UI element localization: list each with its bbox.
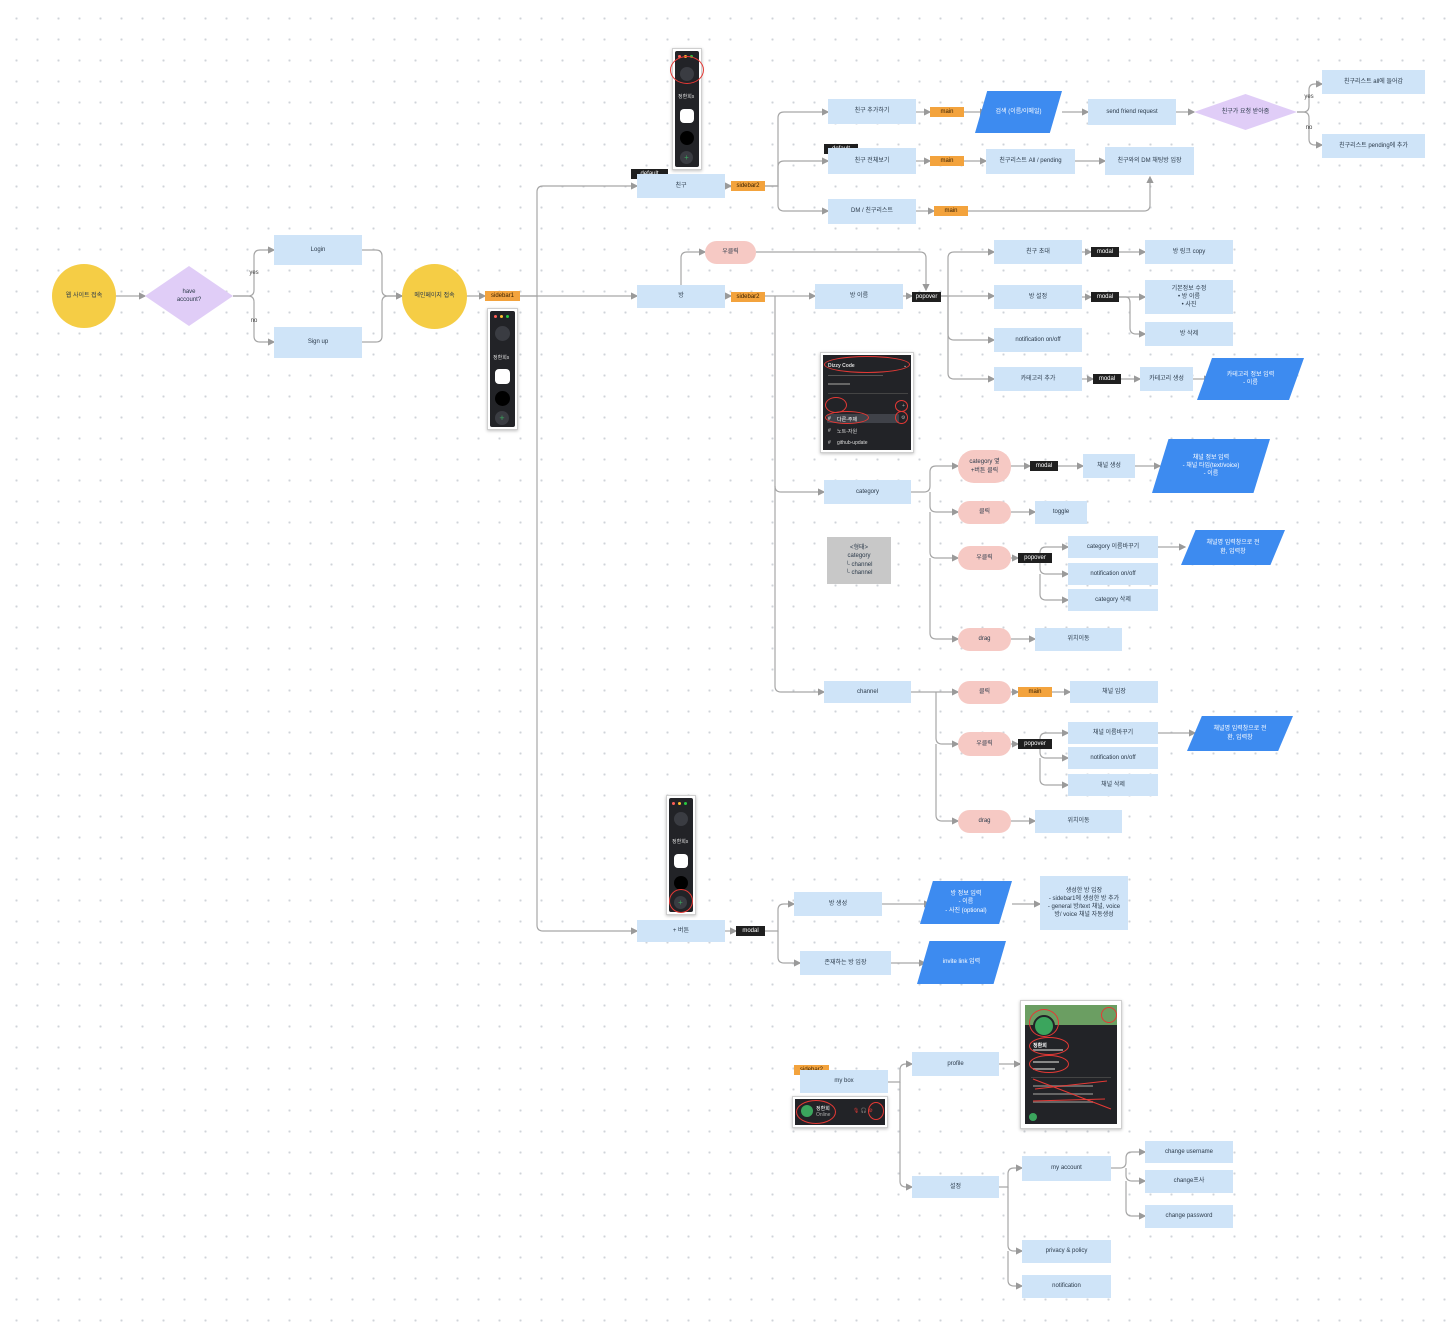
friend-sidebar-screenshot: 정환희s +	[670, 48, 704, 170]
profile-screenshot: 정환희	[1020, 1000, 1122, 1129]
category-rename-node: category 이름바꾸기	[1068, 536, 1158, 558]
channel-2-label: 노트-자원	[837, 429, 858, 435]
change-password-node: change password	[1145, 1205, 1233, 1228]
category-rename-result-node: 채널명 입력창으로 전 환, 입력창	[1181, 530, 1285, 565]
notification-node-a: notification on/off	[994, 328, 1082, 352]
created-room-enter-node: 생성한 방 입장 - sidebar1에 생성한 방 추가 - general …	[1040, 876, 1128, 930]
no-label: no	[250, 317, 258, 324]
channel-rename-node: 채널 이름바꾸기	[1068, 722, 1158, 744]
structure-note: <형태> category └ channel └ channel	[827, 537, 891, 584]
dm-enter-node: 친구와의 DM 채팅방 입장	[1105, 147, 1194, 175]
move-node-a: 위치이동	[1035, 628, 1122, 651]
popover-tag-c: popover	[1018, 739, 1052, 749]
category-info-input-node: 카테고리 정보 입력 - 이름	[1197, 358, 1304, 400]
modal-tag-c: modal	[1093, 374, 1121, 384]
modal-tag-d: modal	[1030, 461, 1058, 471]
my-box-node: my box	[800, 1070, 888, 1093]
change-username-node: change username	[1145, 1141, 1233, 1163]
entry-node: 웹 사이트 접속	[52, 264, 116, 328]
create-room-node: 방 생성	[794, 892, 882, 916]
plus-button-node: + 버튼	[637, 920, 725, 942]
right-click-node-b: 우클릭	[958, 732, 1011, 756]
room-delete-node: 방 삭제	[1145, 322, 1233, 346]
create-category-node: 카테고리 생성	[1140, 367, 1193, 391]
click-node-b: 클릭	[958, 681, 1011, 704]
friend-list-all-node: 친구리스트 All / pending	[986, 149, 1075, 174]
popover-tag-b: popover	[1018, 553, 1052, 563]
channel-3-label: github-update	[837, 440, 868, 446]
right-click-room-node: 우클릭	[705, 241, 756, 264]
click-node-a: 클릭	[958, 501, 1011, 524]
friend-node: 친구	[637, 174, 725, 198]
notification-node-b: notification on/off	[1068, 563, 1158, 585]
signup-node: Sign up	[274, 327, 362, 358]
sidebar2-tag-room: sidebar2	[731, 292, 765, 302]
channel-delete-node: 채널 삭제	[1068, 774, 1158, 796]
yes-label: yes	[249, 269, 259, 276]
modal-tag-e: modal	[736, 926, 765, 936]
main-page-node: 메인페이지 접속	[402, 264, 467, 329]
sidebar1-tag: sidebar1	[485, 291, 520, 301]
category-node: category	[824, 480, 911, 504]
basic-info-edit-node: 기본정보 수정 • 방 이름 • 사진	[1145, 280, 1233, 314]
channel-rename-result-node: 채널명 입력창으로 전 환, 입력창	[1187, 716, 1293, 751]
sidebar1-screenshot: 정환희s +	[487, 308, 518, 430]
plus-sidebar-screenshot: 정환희s +	[666, 795, 696, 915]
add-category-node: 카테고리 추가	[994, 367, 1082, 391]
send-request-node: send friend request	[1088, 99, 1176, 125]
profile-node: profile	[912, 1052, 999, 1076]
search-input-node: 검색 (이름/이메일)	[975, 91, 1062, 133]
notification-node-d: notification	[1022, 1275, 1111, 1298]
move-node-b: 위치이동	[1035, 810, 1122, 833]
settings-node: 설정	[912, 1176, 999, 1198]
drag-node-a: drag	[958, 628, 1011, 651]
channel-enter-node: 채널 입장	[1070, 681, 1158, 703]
main-tag-a: main	[930, 107, 964, 117]
modal-tag-a: modal	[1091, 247, 1119, 257]
login-node: Login	[274, 235, 362, 265]
change-photo-node: change프사	[1145, 1170, 1233, 1193]
create-channel-node: 채널 생성	[1083, 454, 1135, 478]
sidebar1-user-label: 정환희s	[493, 355, 510, 361]
sidebar2-tag-friend: sidebar2	[731, 181, 765, 191]
my-box-screenshot: 정환희 Online 🎙 🎧 ⚙	[792, 1096, 888, 1128]
modal-tag-b: modal	[1091, 292, 1119, 302]
invite-link-input-node: invite link 입력	[917, 941, 1006, 984]
friend-all-node: 친구리스트 all에 들어감	[1322, 70, 1425, 94]
category-delete-node: category 삭제	[1068, 589, 1158, 611]
right-click-node-a: 우클릭	[958, 546, 1011, 570]
no-label-2: no	[1305, 124, 1313, 131]
friend-view-all-node: 친구 전체보기	[828, 148, 916, 174]
join-existing-room-node: 존재하는 방 입장	[800, 951, 891, 975]
room-link-copy-node: 방 링크 copy	[1145, 240, 1233, 264]
channel-info-input-node: 채널 정보 입력 - 채널 타입(text/voice) - 이름	[1152, 439, 1270, 493]
friend-sidebar-user-label: 정환희s	[678, 94, 695, 100]
main-tag-b: main	[930, 156, 964, 166]
yes-label-2: yes	[1304, 93, 1314, 100]
privacy-policy-node: privacy & policy	[1022, 1240, 1111, 1263]
toggle-node: toggle	[1035, 501, 1087, 524]
main-tag-c: main	[934, 206, 968, 216]
plus-sidebar-user-label: 정환희s	[672, 839, 689, 845]
drag-node-b: drag	[958, 810, 1011, 833]
category-plus-click-node: category 옆 +버튼 클릭	[958, 450, 1011, 483]
friend-pending-node: 친구리스트 pending에 추가	[1322, 134, 1425, 158]
dm-list-node: DM / 친구리스트	[828, 199, 916, 224]
server-channels-screenshot: Dizzy Code ⌄ # 다른-주제 # 노트-자원 # github-up…	[820, 352, 914, 453]
invite-friend-node: 친구 초대	[994, 240, 1082, 264]
room-node: 방	[637, 285, 725, 308]
notification-node-c: notification on/off	[1068, 747, 1158, 769]
my-account-node: my account	[1022, 1156, 1111, 1181]
room-info-input-node: 방 정보 입력 - 이름 - 사진 (optional)	[920, 881, 1012, 924]
main-tag-d: main	[1018, 687, 1052, 697]
friend-add-node: 친구 추가하기	[828, 99, 916, 124]
popover-tag-a: popover	[912, 292, 941, 302]
room-settings-node: 방 설정	[994, 285, 1082, 309]
room-name-node: 방 이름	[815, 284, 903, 309]
channel-node: channel	[824, 681, 911, 703]
